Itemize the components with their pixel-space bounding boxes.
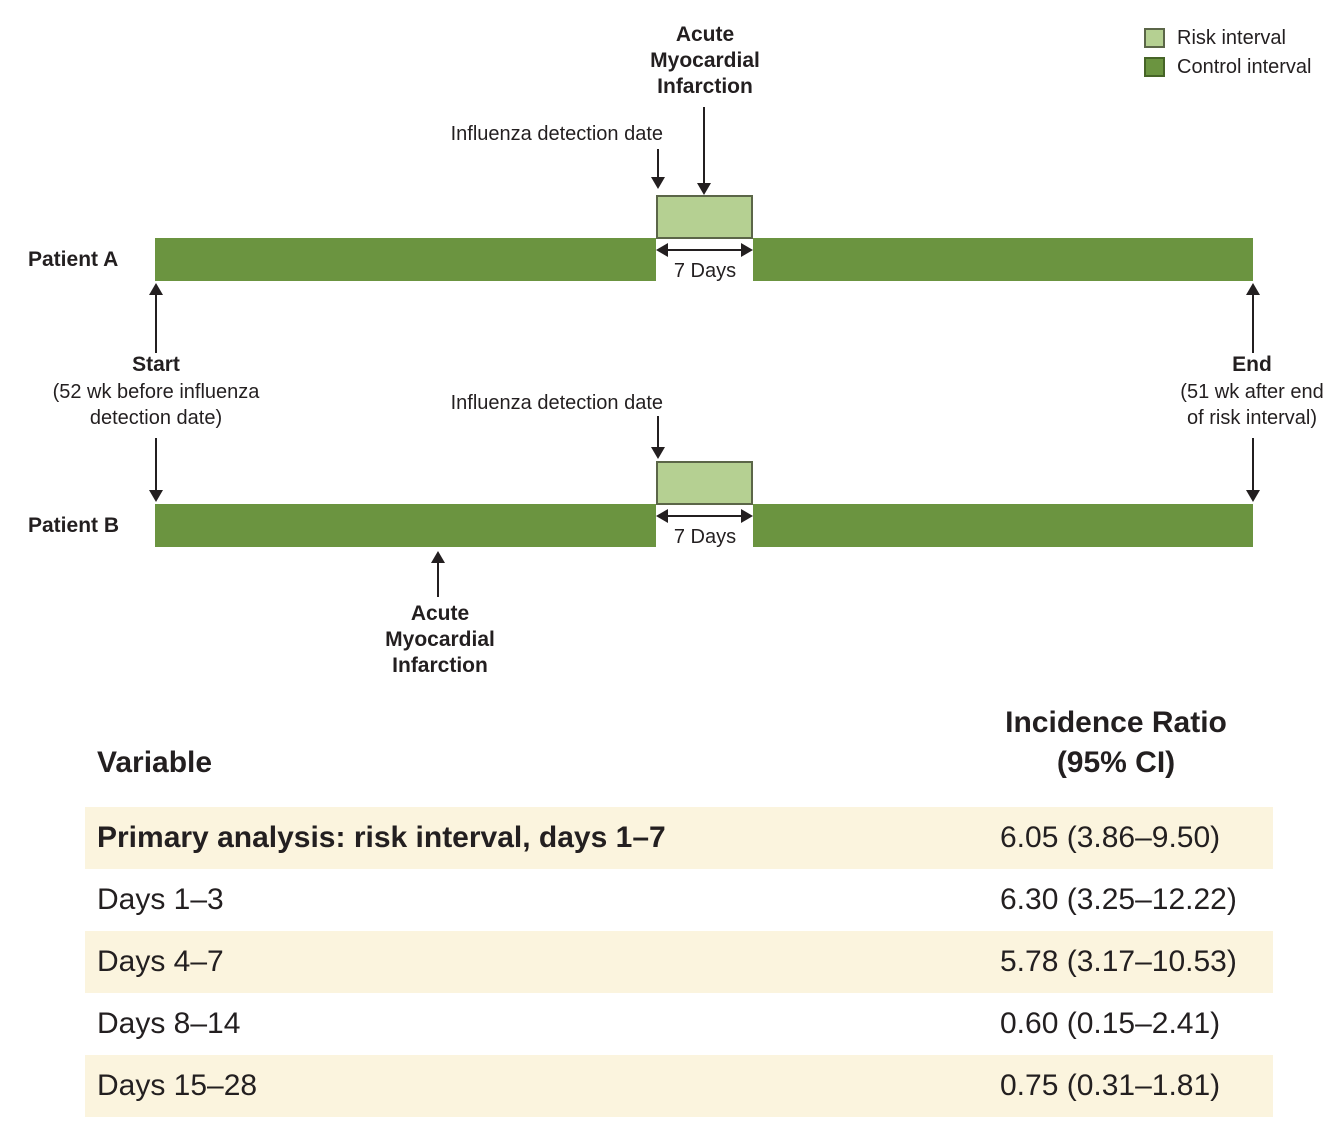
- row-value: 5.78 (3.17–10.53): [1000, 945, 1237, 978]
- seven-days-label-b: 7 Days: [673, 526, 737, 548]
- control-interval-bar-b-left: [155, 504, 656, 547]
- legend-item-risk: Risk interval: [1144, 26, 1286, 50]
- row-label: Days 15–28: [97, 1069, 258, 1102]
- seven-days-a-left-head-icon: [656, 243, 668, 257]
- start-arrow-up-shaft: [155, 294, 157, 353]
- flu-arrow-b-head-icon: [651, 447, 665, 459]
- patient-b-label: Patient B: [28, 513, 120, 537]
- ami-arrow-a-shaft: [703, 107, 705, 184]
- flu-arrow-b-shaft: [657, 416, 659, 448]
- row-value: 0.75 (0.31–1.81): [1000, 1069, 1221, 1102]
- legend-risk-label: Risk interval: [1177, 26, 1286, 49]
- seven-days-label-a: 7 Days: [673, 260, 737, 282]
- seven-days-b-left-head-icon: [656, 509, 668, 523]
- risk-interval-swatch-icon: [1144, 28, 1165, 48]
- legend-control-label: Control interval: [1177, 55, 1312, 78]
- ami-arrow-b-shaft: [437, 562, 439, 597]
- patient-a-label: Patient A: [28, 247, 119, 271]
- table-header-incidence-ratio: Incidence Ratio (95% CI): [1005, 706, 1227, 779]
- table-row: Days 15–28 0.75 (0.31–1.81): [85, 1055, 1273, 1117]
- end-subtitle: (51 wk after end of risk interval): [1180, 381, 1324, 429]
- table-row: Days 1–3 6.30 (3.25–12.22): [85, 869, 1273, 931]
- control-interval-bar-a-left: [155, 238, 656, 281]
- ami-label-patient-b: Acute Myocardial Infarction: [385, 602, 495, 677]
- ami-arrow-a-head-icon: [697, 183, 711, 195]
- end-arrow-down-head-icon: [1246, 490, 1260, 502]
- table-row: Days 8–14 0.60 (0.15–2.41): [85, 993, 1273, 1055]
- ami-arrow-b-head-icon: [431, 551, 445, 563]
- table-row: Primary analysis: risk interval, days 1–…: [85, 807, 1273, 869]
- row-value: 6.30 (3.25–12.22): [1000, 883, 1237, 916]
- end-arrow-up-head-icon: [1246, 283, 1260, 295]
- flu-date-label-patient-b: Influenza detection date: [450, 392, 663, 414]
- flu-arrow-a-shaft: [657, 149, 659, 178]
- flu-arrow-a-head-icon: [651, 177, 665, 189]
- row-value: 6.05 (3.86–9.50): [1000, 821, 1221, 854]
- table-header-variable: Variable: [97, 746, 213, 779]
- seven-days-b-right-head-icon: [741, 509, 753, 523]
- seven-days-a-shaft: [665, 249, 744, 251]
- start-arrow-down-head-icon: [149, 490, 163, 502]
- incidence-table: Primary analysis: risk interval, days 1–…: [85, 807, 1273, 1117]
- risk-interval-box-b: [656, 461, 753, 505]
- start-arrow-down-shaft: [155, 438, 157, 491]
- end-title: End: [1232, 353, 1272, 376]
- row-value: 0.60 (0.15–2.41): [1000, 1007, 1221, 1040]
- ami-label-patient-a: Acute Myocardial Infarction: [650, 23, 760, 98]
- row-label: Primary analysis: risk interval, days 1–…: [97, 821, 666, 854]
- control-interval-bar-b-right: [753, 504, 1253, 547]
- table-row: Days 4–7 5.78 (3.17–10.53): [85, 931, 1273, 993]
- row-label: Days 8–14: [97, 1007, 241, 1040]
- seven-days-a-right-head-icon: [741, 243, 753, 257]
- control-interval-bar-a-right: [753, 238, 1253, 281]
- risk-interval-box-a: [656, 195, 753, 239]
- start-arrow-up-head-icon: [149, 283, 163, 295]
- start-title: Start: [132, 353, 180, 376]
- legend-item-control: Control interval: [1144, 55, 1312, 79]
- control-interval-swatch-icon: [1144, 57, 1165, 77]
- row-label: Days 4–7: [97, 945, 224, 978]
- flu-date-label-patient-a: Influenza detection date: [450, 123, 663, 145]
- seven-days-b-shaft: [665, 515, 744, 517]
- row-label: Days 1–3: [97, 883, 224, 916]
- end-arrow-down-shaft: [1252, 438, 1254, 491]
- end-arrow-up-shaft: [1252, 294, 1254, 353]
- start-subtitle: (52 wk before influenza detection date): [52, 381, 260, 429]
